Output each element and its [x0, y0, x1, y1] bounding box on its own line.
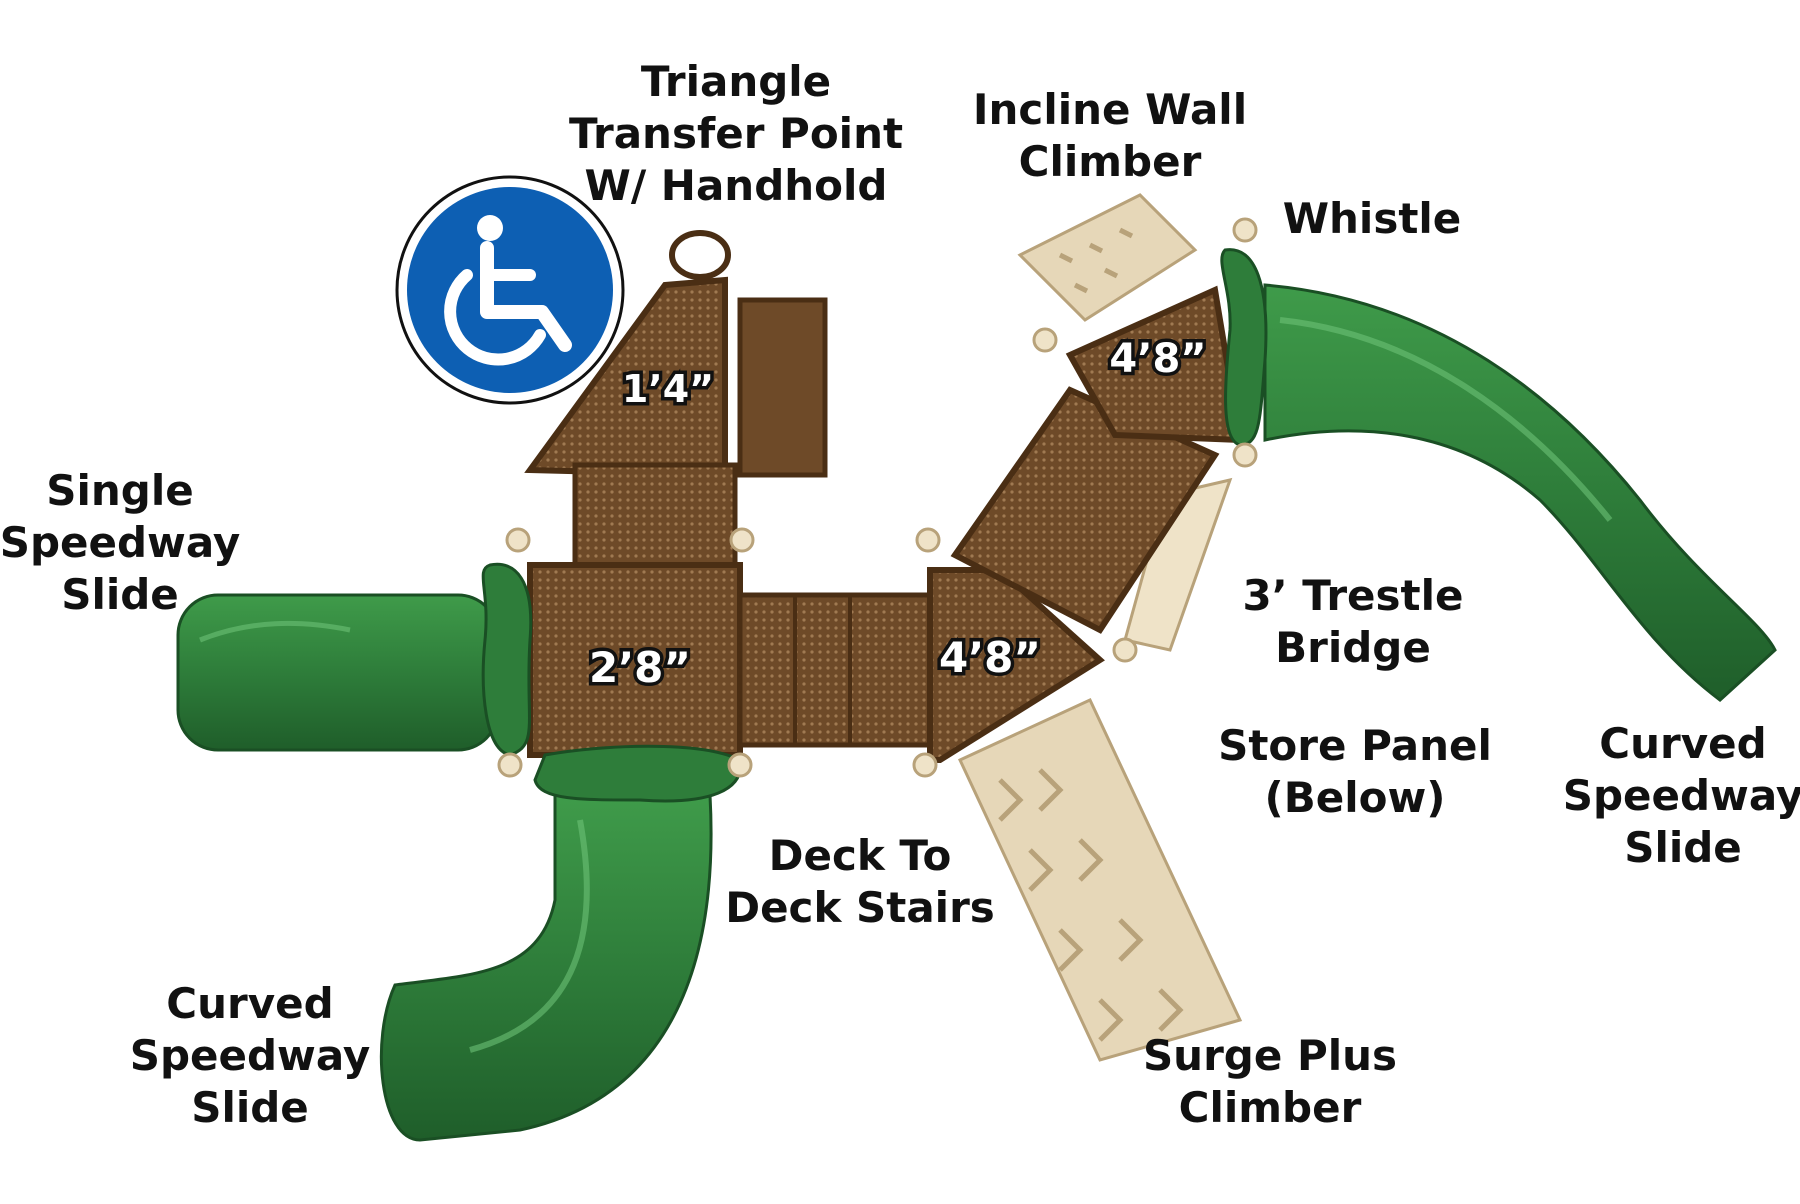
trestle-bridge-label: 3’ Trestle Bridge — [1243, 570, 1464, 674]
label-line: W/ Handhold — [584, 161, 888, 210]
label-line: Surge Plus — [1142, 1031, 1398, 1080]
label-line: Climber — [1018, 137, 1202, 186]
decks — [524, 276, 1244, 763]
height-label-upper-deck: 4’8” — [1109, 336, 1206, 382]
label-line: Triangle — [640, 57, 832, 106]
label-line: Curved — [1599, 719, 1767, 768]
label-line: Climber — [1178, 1083, 1362, 1132]
label-line: Single — [46, 466, 194, 515]
height-label-center-deck: 4’8” — [939, 633, 1041, 682]
label-line: Speedway — [1562, 771, 1800, 820]
label-line: 3’ Trestle — [1242, 571, 1464, 620]
single-speedway-slide — [176, 593, 500, 752]
label-line: Curved — [166, 979, 334, 1028]
curved-speedway-slide-left — [379, 793, 713, 1142]
label-line: Slide — [1624, 823, 1742, 872]
label-line: Deck To — [768, 831, 952, 880]
label-line: Transfer Point — [568, 109, 904, 158]
store-panel-label: Store Panel (Below) — [1218, 720, 1492, 824]
surge-plus-climber-label: Surge Plus Climber — [1143, 1030, 1397, 1134]
label-line: Speedway — [129, 1031, 371, 1080]
deck-height-labels: 1’4” 2’8” 4’8” 4’8” — [585, 333, 1210, 696]
label-line: Store Panel — [1218, 721, 1492, 770]
height-label-transfer: 1’4” — [622, 367, 714, 411]
incline-wall-climber — [1017, 193, 1198, 322]
label-line: Slide — [191, 1083, 309, 1132]
label-line: Speedway — [0, 518, 241, 567]
curved-speedway-slide-right-label: Curved Speedway Slide — [1563, 718, 1800, 874]
label-line: Whistle — [1282, 194, 1462, 243]
incline-wall-climber-label: Incline Wall Climber — [973, 84, 1247, 188]
deck-to-deck-stairs-label: Deck To Deck Stairs — [725, 830, 995, 934]
posts — [497, 217, 1258, 778]
surge-plus-climber — [958, 698, 1243, 1062]
label-line: (Below) — [1264, 773, 1446, 822]
label-line: Deck Stairs — [725, 883, 995, 932]
height-label-left-deck: 2’8” — [589, 643, 691, 692]
curved-speedway-slide-left-label: Curved Speedway Slide — [130, 978, 371, 1134]
whistle-label: Whistle — [1283, 193, 1462, 245]
label-line: Slide — [61, 570, 179, 619]
handhold-ring — [669, 230, 731, 280]
curved-speedway-slide-right — [1263, 283, 1777, 702]
label-line: Incline Wall — [972, 85, 1248, 134]
wheelchair-icon — [395, 175, 625, 405]
triangle-transfer-point-label: Triangle Transfer Point W/ Handhold — [569, 56, 903, 212]
single-speedway-slide-label: Single Speedway Slide — [0, 465, 240, 621]
trestle-bridge — [1123, 477, 1233, 652]
label-line: Bridge — [1275, 623, 1431, 672]
